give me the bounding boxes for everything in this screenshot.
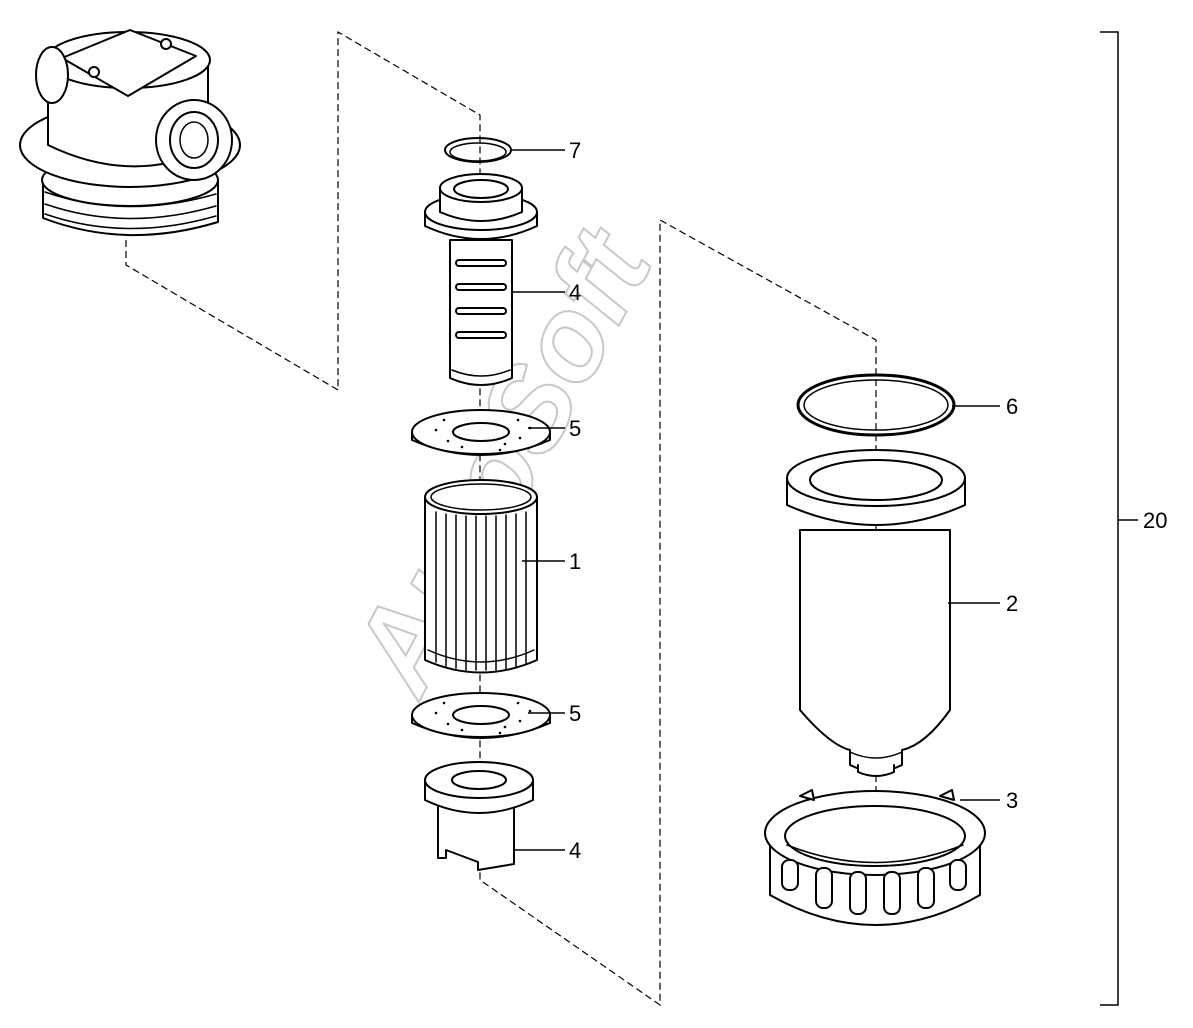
callout-20: 20 (1143, 508, 1167, 533)
leader-lines (510, 149, 1000, 851)
part-3-retaining-nut (764, 789, 986, 926)
part-7-snap-ring (444, 137, 512, 163)
callout-6: 6 (1006, 394, 1018, 419)
callout-1: 1 (569, 549, 581, 574)
callout-2: 2 (1006, 591, 1018, 616)
part-4-lower-adapter (424, 761, 534, 871)
filter-head-housing (19, 29, 241, 236)
part-4-upper-center-tube (424, 173, 538, 386)
callout-7: 7 (569, 138, 581, 163)
part-5-lower-washer (411, 692, 551, 739)
assembly-bracket (1100, 31, 1138, 1006)
callout-4-lower: 4 (569, 838, 581, 863)
callout-5-lower: 5 (569, 701, 581, 726)
callout-4-upper: 4 (569, 280, 581, 305)
part-5-upper-washer (411, 409, 551, 456)
part-6-o-ring (796, 373, 956, 437)
part-2-filter-bowl (786, 449, 966, 777)
part-1-filter-element (424, 479, 538, 674)
assembly-guide-lines (125, 30, 877, 1007)
callout-5-upper: 5 (569, 416, 581, 441)
callout-3: 3 (1006, 788, 1018, 813)
